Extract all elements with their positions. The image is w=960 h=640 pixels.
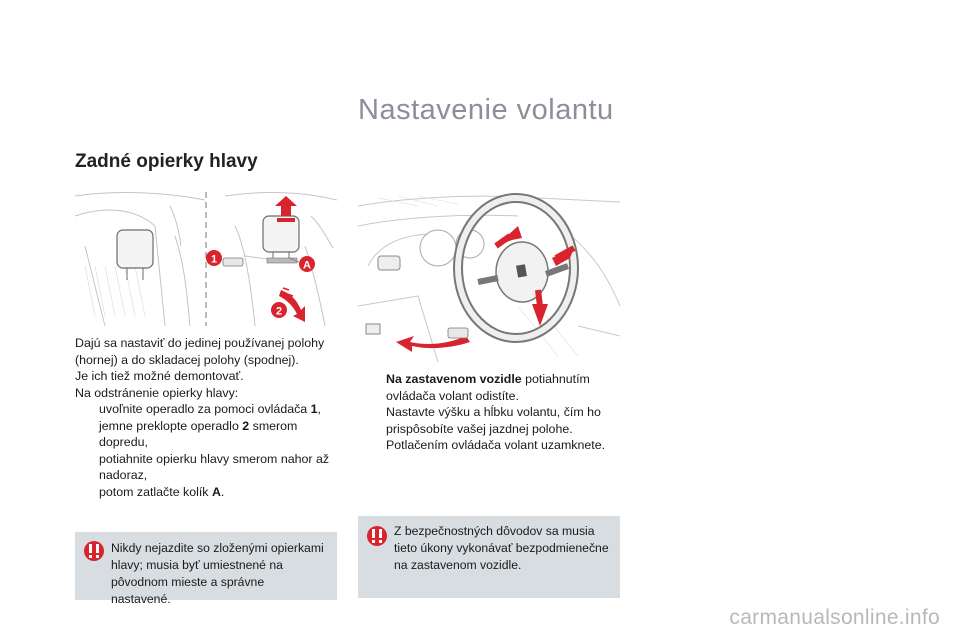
section-title: Zadné opierky hlavy [75,151,258,172]
list-item: Potlačením ovládača volant uzamknete. [386,438,606,452]
left-body-text: Dajú sa nastaviť do jedinej používanej p… [75,335,337,500]
page-title: Nastavenie volantu [358,94,614,126]
right-body-text: Na zastavenom vozidle potiahnutím ovláda… [362,371,624,454]
list-item: Na zastavenom vozidle potiahnutím ovláda… [386,372,590,403]
head-restraint-illustration: 1 2 A [75,192,337,326]
paragraph: Dajú sa nastaviť do jedinej používanej p… [75,336,325,367]
list-item: Nastavte výšku a hĺbku volantu, čím ho p… [386,405,601,436]
callout-a: A [299,256,315,272]
callout-1: 1 [206,250,222,266]
watermark: carmanualsonline.info [729,606,940,629]
warning-text: Nikdy nejazdite so zloženými opierkami h… [111,541,324,606]
warning-icon [84,541,104,561]
warning-text: Z bezpečnostných dôvodov sa musia tieto … [394,524,609,572]
warning-icon [367,526,387,546]
paragraph: Je ich tiež možné demontovať. [75,369,244,383]
callout-2: 2 [271,302,287,318]
svg-text:A: A [303,260,311,272]
warning-box-head-restraints: Nikdy nejazdite so zloženými opierkami h… [75,532,337,606]
svg-text:1: 1 [211,254,217,266]
list-item: uvoľnite operadlo za pomoci ovládača 1, [99,402,321,416]
svg-text:2: 2 [276,306,282,318]
list-item: potom zatlačte kolík A. [99,484,225,499]
list-item: potiahnite opierku hlavy smerom nahor až… [99,451,330,483]
warning-box-steering: Z bezpečnostných dôvodov sa musia tieto … [358,516,620,598]
steering-wheel-illustration [358,193,620,362]
list-item: jemne preklopte operadlo 2 smerom dopred… [99,418,298,450]
paragraph: Na odstránenie opierky hlavy: [75,385,239,400]
